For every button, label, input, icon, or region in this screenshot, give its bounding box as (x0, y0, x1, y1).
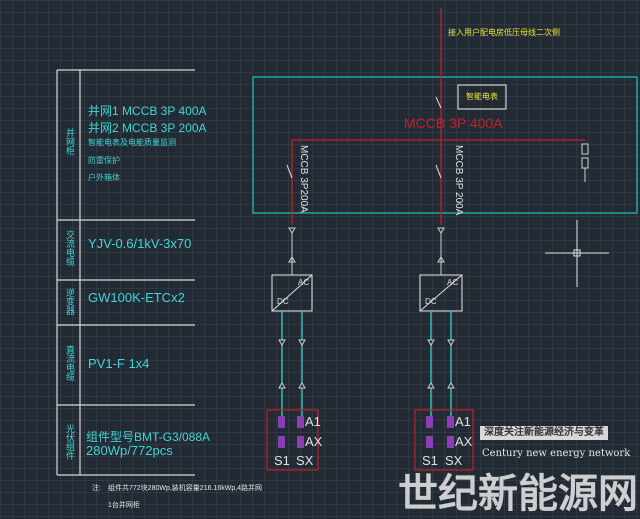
row-label-dc-cable: 直流电缆 (65, 345, 75, 381)
ac-wiring (291, 8, 585, 225)
main-breaker-label: MCCB 3P 400A (404, 115, 503, 131)
dc-cable-spec: PV1-F 1x4 (88, 356, 150, 371)
cabinet-line-1: 并网1 MCCB 3P 400A (88, 104, 207, 118)
cabinet-line-3: 智能电表及电能质量监测 (88, 138, 176, 147)
watermark-subtitle: Century new energy network (482, 448, 631, 459)
grid-cabinet-outline (252, 76, 638, 214)
ac-cable-spec: YJV-0.6/1kV-3x70 (88, 236, 192, 251)
ac-cables (291, 233, 442, 275)
row-label-pv-module: 光伏组件 (65, 424, 75, 460)
note-line-2: 1台并网柜 (108, 502, 140, 509)
inverter-1-ac: AC (298, 278, 310, 287)
watermark-title: 世纪新能源网 (398, 470, 638, 517)
meter-label: 智能电表 (466, 92, 498, 101)
note-line-1: 组件共772块280Wp,装机容量216.16kWp,4路并网 (108, 485, 263, 492)
pv2-terminal-a1: A1 (455, 414, 471, 429)
pv2-terminal-ax: AX (455, 434, 473, 449)
inverter-2-dc: DC (425, 297, 437, 306)
row-label-inverter: 逆变器 (65, 288, 75, 315)
inverters (271, 274, 463, 312)
surge-protector-icon (581, 143, 589, 182)
cable-markers (288, 227, 445, 263)
legend-table-lines (56, 69, 195, 476)
pv-arrays (266, 409, 474, 471)
branch-breaker-1-label: MCCB 3P200A (298, 145, 309, 213)
pv-module-count: 280Wp/772pcs (86, 443, 173, 458)
cabinet-line-4: 防雷保护 (88, 156, 120, 165)
cabinet-line-2: 并网2 MCCB 3P 200A (88, 121, 207, 135)
pv1-terminal-s1: S1 (274, 453, 290, 468)
row-label-cabinet: 并网柜 (65, 128, 75, 155)
inverter-2-ac: AC (447, 278, 459, 287)
branch-breaker-2-label: MCCB 3P 200A (453, 145, 464, 216)
watermark-tagline: 深度关注新能源经济与变革 (480, 426, 608, 440)
row-label-ac-cable: 交流电缆 (65, 230, 75, 266)
pv1-terminal-ax: AX (305, 434, 323, 449)
meter-box (457, 84, 507, 110)
breaker-switches (286, 96, 442, 179)
dc-cables (281, 311, 452, 418)
pv1-terminal-sx: SX (296, 453, 314, 468)
pv2-terminal-s1: S1 (422, 453, 438, 468)
pv-module-model: 组件型号BMT-G3/088A (86, 430, 211, 444)
grid-connection-note: 接入用户配电房低压母线二次侧 (448, 28, 560, 37)
pv2-terminal-sx: SX (445, 453, 463, 468)
crosshair-cursor-icon (545, 220, 609, 287)
dc-cable-markers (278, 339, 455, 389)
note-label: 注: (92, 485, 101, 492)
cabinet-line-5: 户外箱体 (88, 173, 120, 182)
inverter-1-dc: DC (277, 297, 289, 306)
inverter-spec: GW100K-ETCx2 (88, 290, 185, 305)
pv1-terminal-a1: A1 (305, 414, 321, 429)
